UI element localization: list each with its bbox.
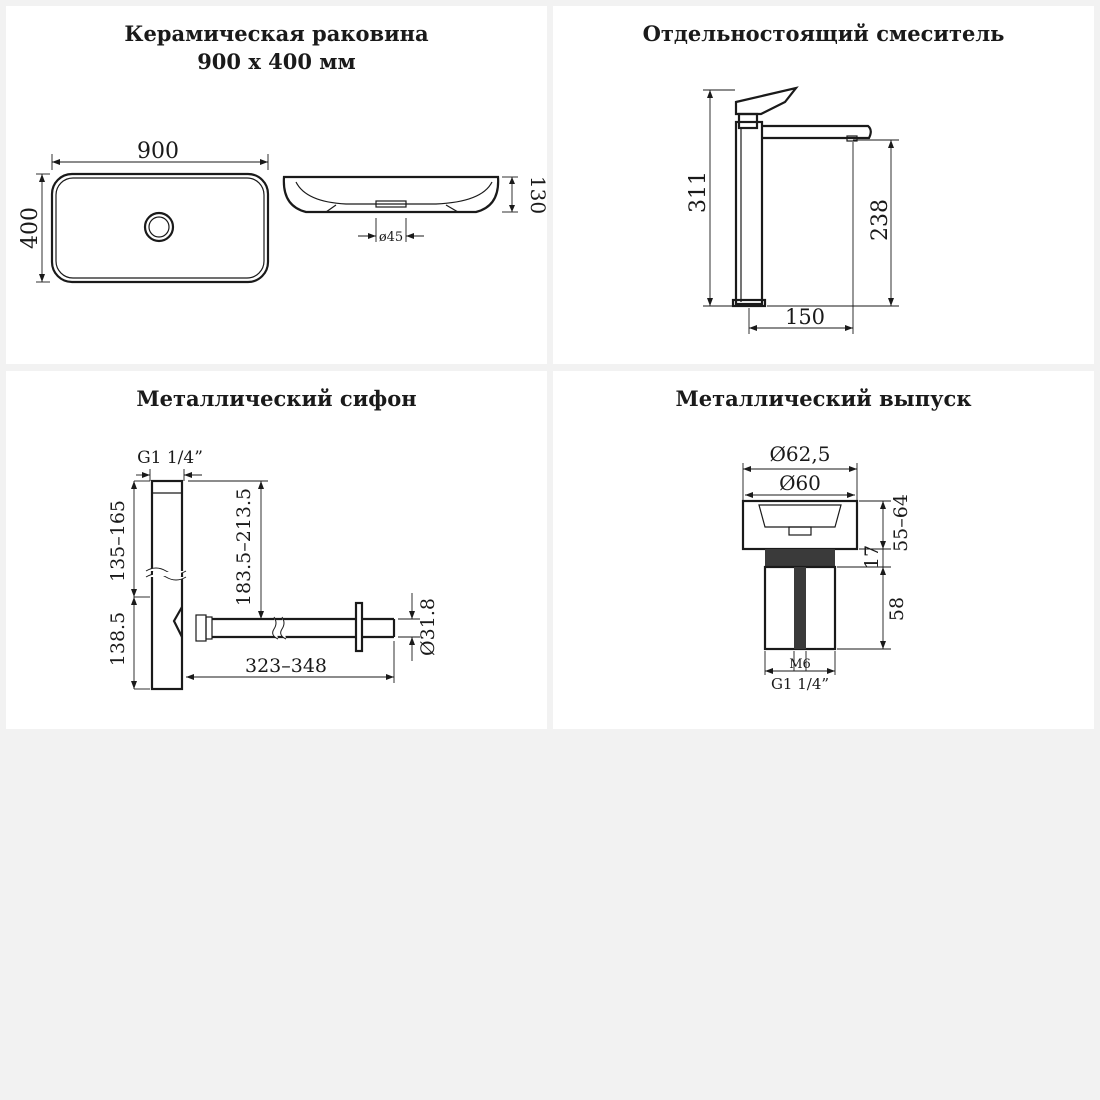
sink-drain-hole [143, 211, 175, 243]
siphon-vertical-tube [150, 479, 184, 691]
siphon-trap-height-label: 183.5–213.5 [233, 488, 255, 606]
siphon-thread-label: G1 1/4” [137, 448, 203, 468]
faucet-body [734, 120, 764, 306]
faucet-spout-height-label: 238 [868, 199, 893, 241]
panel-faucet: Отдельностоящий смеситель 311 238 150 [553, 6, 1094, 364]
drain-flange-label: 17 [861, 545, 883, 569]
sink-width-label: 900 [137, 139, 179, 164]
drain-thread-label: G1 1/4” [771, 675, 829, 693]
drain-thread [765, 549, 835, 567]
sink-title-line1: Керамическая раковина [124, 21, 429, 46]
faucet-reach-label: 150 [785, 305, 825, 329]
siphon-outlet-diameter-label: Ø31.8 [417, 598, 439, 656]
drain-inner-diameter-label: Ø60 [779, 471, 821, 495]
drain-title: Металлический выпуск [675, 386, 972, 411]
drain-total-height-label: 55–64 [890, 494, 912, 552]
siphon-lower-height-label: 138.5 [107, 612, 129, 666]
sink-inner-rim [55, 177, 265, 279]
panel-drain: Металлический выпуск Ø62,5 Ø60 55–64 17 [553, 371, 1094, 729]
faucet-title: Отдельностоящий смеситель [642, 21, 1005, 46]
sink-height-label: 400 [18, 207, 43, 249]
sink-drawing: 900 400 130 ø45 [18, 139, 550, 284]
drain-body-height-label: 58 [886, 597, 908, 621]
sink-top-view [50, 172, 270, 284]
panel-siphon: Металлический сифон G1 1/4” 1 [6, 371, 547, 729]
drain-bolt-label: M6 [789, 657, 811, 672]
siphon-drawing: G1 1/4” 135–165 138.5 [107, 448, 439, 691]
faucet-drawing: 311 238 150 [686, 86, 899, 334]
siphon-upper-height-label: 135–165 [107, 500, 129, 582]
faucet-handle [734, 86, 799, 116]
siphon-length-label: 323–348 [245, 655, 327, 677]
sink-depth-label: 130 [526, 176, 550, 214]
sink-title-line2: 900 x 400 мм [197, 49, 356, 74]
sink-drain-label: ø45 [379, 230, 403, 245]
drain-outer-diameter-label: Ø62,5 [770, 442, 831, 466]
panel-sink: Керамическая раковина 900 x 400 мм 900 4… [6, 6, 550, 364]
faucet-spout [762, 124, 872, 140]
sink-title: Керамическая раковина 900 x 400 мм [6, 20, 547, 76]
sink-drain-inner [148, 216, 170, 238]
drain-drawing: Ø62,5 Ø60 55–64 17 58 [741, 442, 912, 693]
siphon-wall-flange [354, 601, 364, 653]
drain-bolt [794, 567, 806, 649]
siphon-title: Металлический сифон [136, 386, 417, 411]
faucet-base [731, 298, 767, 308]
sink-side-view [282, 175, 500, 214]
faucet-total-height-label: 311 [686, 171, 711, 213]
